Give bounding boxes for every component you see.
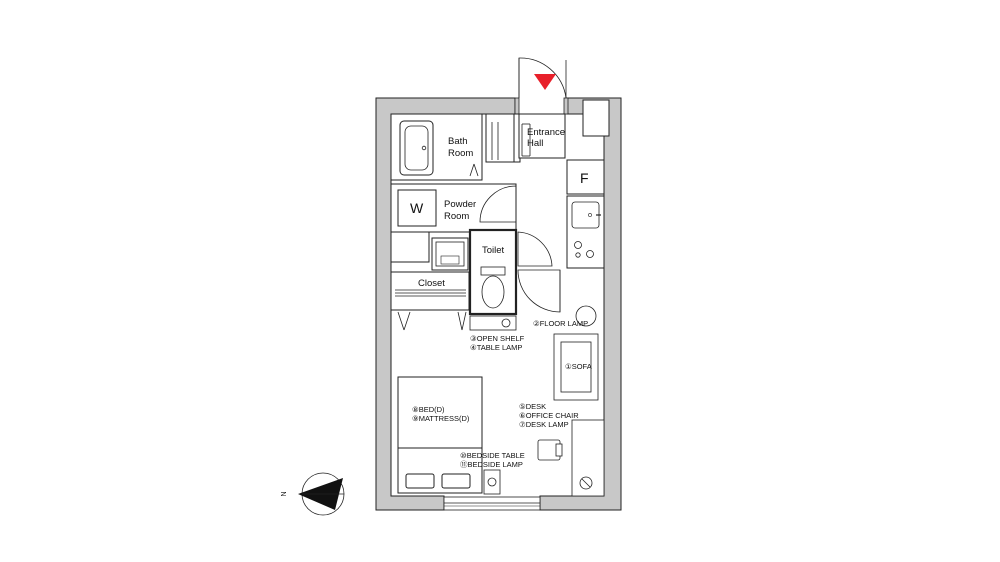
bed-label: ⑧BED(D) — [412, 405, 445, 414]
entrance-door — [518, 57, 567, 99]
office-chair — [537, 439, 563, 461]
bedside-table — [483, 469, 501, 495]
compass-north-label: N — [281, 491, 288, 496]
open-shelf-label: ③OPEN SHELF — [470, 334, 525, 343]
kitchen-sink — [571, 201, 601, 229]
stove-icon — [574, 241, 594, 258]
bath-folding-door — [469, 122, 499, 177]
powder-room-label: Powder — [444, 199, 476, 210]
desk — [571, 419, 605, 497]
powder-room-door — [479, 185, 517, 223]
entrance-hall-label-2: Hall — [527, 138, 543, 149]
toilet-fixture — [480, 266, 506, 309]
open-shelf — [469, 315, 517, 331]
toilet-door — [517, 231, 553, 267]
living-door — [517, 269, 561, 313]
sofa-label: ①SOFA — [565, 362, 592, 371]
mattress-label: ⑨MATTRESS(D) — [412, 414, 470, 423]
sofa — [553, 333, 599, 401]
entrance-marker-icon — [534, 74, 556, 90]
closet-doors — [391, 289, 469, 331]
entrance-hall-label: Entrance — [527, 127, 565, 138]
desk-lamp-label: ⑦DESK LAMP — [519, 420, 569, 429]
vanity-sink — [435, 241, 465, 267]
floor-lamp-icon — [575, 305, 597, 327]
bed — [397, 376, 483, 494]
fridge-symbol: F — [580, 170, 589, 186]
compass-icon — [298, 472, 345, 516]
table-lamp-label: ④TABLE LAMP — [470, 343, 522, 352]
bath-room-label-2: Room — [448, 148, 473, 159]
office-chair-label: ⑥OFFICE CHAIR — [519, 411, 579, 420]
washer-space — [397, 189, 437, 227]
bath-room-label: Bath — [448, 136, 468, 147]
bathtub — [399, 120, 434, 176]
bottom-window — [443, 496, 541, 511]
shoe-cabinet — [521, 123, 531, 157]
bedside-table-label: ⑩BEDSIDE TABLE — [460, 451, 525, 460]
floor-lamp-label: ②FLOOR LAMP — [533, 319, 588, 328]
washer-symbol: W — [410, 200, 424, 216]
desk-label: ⑤DESK — [519, 402, 546, 411]
exterior-walls — [375, 97, 622, 511]
toilet-label: Toilet — [482, 245, 505, 256]
closet-label: Closet — [418, 278, 445, 289]
bedside-lamp-label: ⑪BEDSIDE LAMP — [460, 460, 523, 469]
powder-room-label-2: Room — [444, 211, 469, 222]
